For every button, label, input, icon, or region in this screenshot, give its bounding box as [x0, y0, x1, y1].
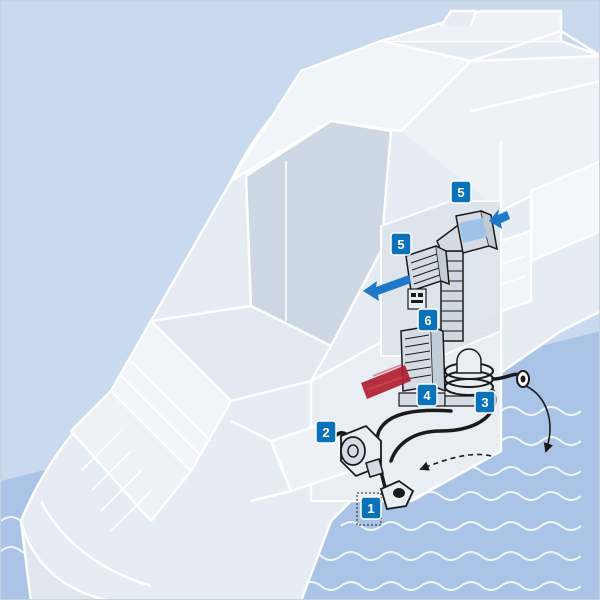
- supply-air-outlet-right: [455, 210, 498, 254]
- callout-label: 1: [367, 501, 374, 516]
- callout-label: 5: [397, 237, 404, 252]
- water-flow-arrow-icon: [419, 385, 553, 471]
- air-flow-arrow-icon: [363, 209, 510, 301]
- callout-badge-seawater-pump: 2: [315, 420, 337, 444]
- callout-badge-ducting: 6: [417, 308, 439, 332]
- water-intake-seacock: [356, 479, 415, 526]
- callout-badge-supply-air-outlet-left: 5: [390, 232, 412, 256]
- discharge-fitting: [516, 370, 530, 388]
- callout-label: 2: [322, 425, 329, 440]
- callout-label: 3: [481, 395, 488, 410]
- callout-badge-condenser-coil: 3: [474, 390, 496, 414]
- supply-air-outlet-left: [405, 245, 450, 292]
- callout-label: 5: [457, 185, 464, 200]
- callout-label: 4: [423, 388, 431, 403]
- callout-badge-air-handler-return-grille: 4: [416, 383, 438, 407]
- seawater-pump: [340, 424, 384, 478]
- heat-flow-arrow-icon: [361, 364, 411, 399]
- callout-badge-supply-air-outlet-right: 5: [450, 180, 472, 204]
- callout-label: 6: [424, 313, 431, 328]
- callout-badge-water-intake-seacock: 1: [360, 496, 382, 520]
- control-panel: [407, 288, 427, 310]
